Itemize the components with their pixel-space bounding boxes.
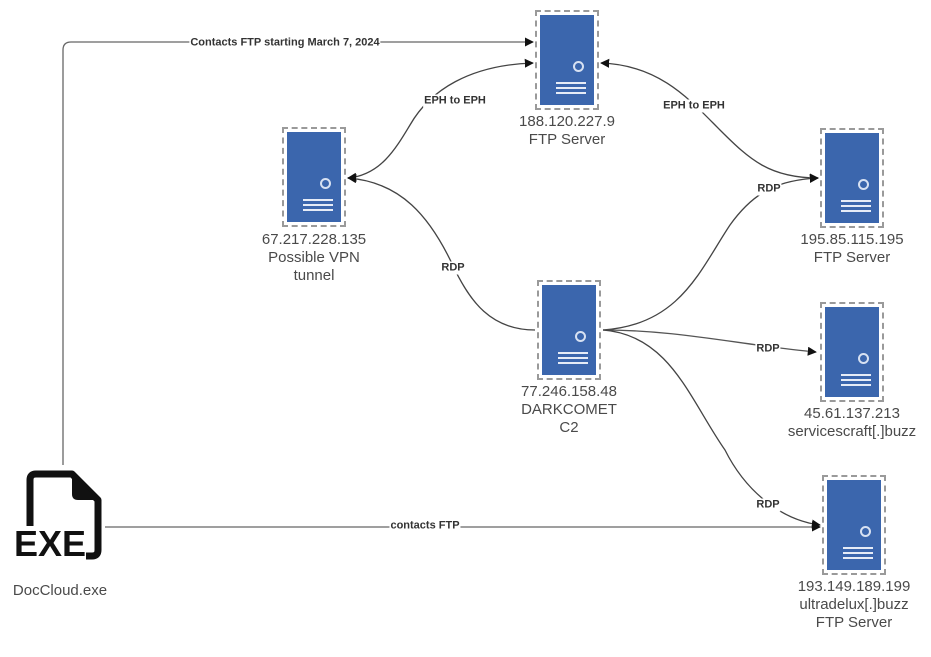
node-role: ultradelux[.]buzz <box>799 596 909 613</box>
node-ip: 45.61.137.213 <box>804 405 900 422</box>
edge-label-ftp-195-ftp-188: EPH to EPH <box>662 99 726 113</box>
server-icon[interactable] <box>282 127 346 227</box>
node-ip: 188.120.227.9 <box>519 113 615 130</box>
node-ip: 77.246.158.48 <box>521 383 617 400</box>
node-vpn-67-label: 67.217.228.135 Possible VPN tunnel <box>262 231 366 285</box>
edge-label-c2-ftp-193: RDP <box>755 498 781 512</box>
node-svc-45-label: 45.61.137.213 servicescraft[.]buzz <box>788 405 916 441</box>
node-role: C2 <box>559 419 579 436</box>
node-role: tunnel <box>293 267 335 284</box>
node-ip: 67.217.228.135 <box>261 231 367 248</box>
edge-label-c2-svc-45: RDP <box>755 342 781 356</box>
edge-c2-77-svc-45 <box>602 329 817 356</box>
node-c2-77-label: 77.246.158.48 DARKCOMET C2 <box>521 383 617 437</box>
server-icon[interactable] <box>535 10 599 110</box>
node-ip: 193.149.189.199 <box>797 578 911 595</box>
node-exe-label: DocCloud.exe <box>12 582 108 599</box>
edge-ftp-188-vpn-67 <box>347 58 534 182</box>
node-role: servicescraft[.]buzz <box>787 423 917 440</box>
node-role: Possible VPN <box>268 249 360 266</box>
node-ftp-195-label: 195.85.115.195 FTP Server <box>800 231 903 267</box>
node-role: DARKCOMET <box>521 401 617 418</box>
node-role: FTP Server <box>815 614 893 631</box>
server-icon[interactable] <box>822 475 886 575</box>
exe-icon-text: EXE <box>14 523 86 564</box>
edge-c2-77-vpn-67 <box>347 174 536 331</box>
node-ip: 195.85.115.195 <box>800 231 904 248</box>
exe-file-icon[interactable]: EXE <box>10 468 110 568</box>
edge-c2-77-ftp-195 <box>602 173 819 331</box>
node-role: FTP Server <box>813 249 891 266</box>
server-icon[interactable] <box>820 302 884 402</box>
edge-ftp-195-ftp-188 <box>600 58 819 183</box>
server-icon[interactable] <box>820 128 884 228</box>
node-ftp-193-label: 193.149.189.199 ultradelux[.]buzz FTP Se… <box>798 578 911 632</box>
node-ftp-188-label: 188.120.227.9 FTP Server <box>519 113 615 149</box>
edge-exe-to-ftp-188 <box>62 37 534 465</box>
edge-label-exe-ftp-193: contacts FTP <box>389 519 461 533</box>
node-role: FTP Server <box>528 131 606 148</box>
edge-label-ftp-188-vpn: EPH to EPH <box>423 94 487 108</box>
edge-label-c2-vpn: RDP <box>440 261 466 275</box>
edge-label-exe-ftp-188: Contacts FTP starting March 7, 2024 <box>189 36 381 50</box>
server-icon[interactable] <box>537 280 601 380</box>
edge-label-c2-ftp-195: RDP <box>756 182 782 196</box>
